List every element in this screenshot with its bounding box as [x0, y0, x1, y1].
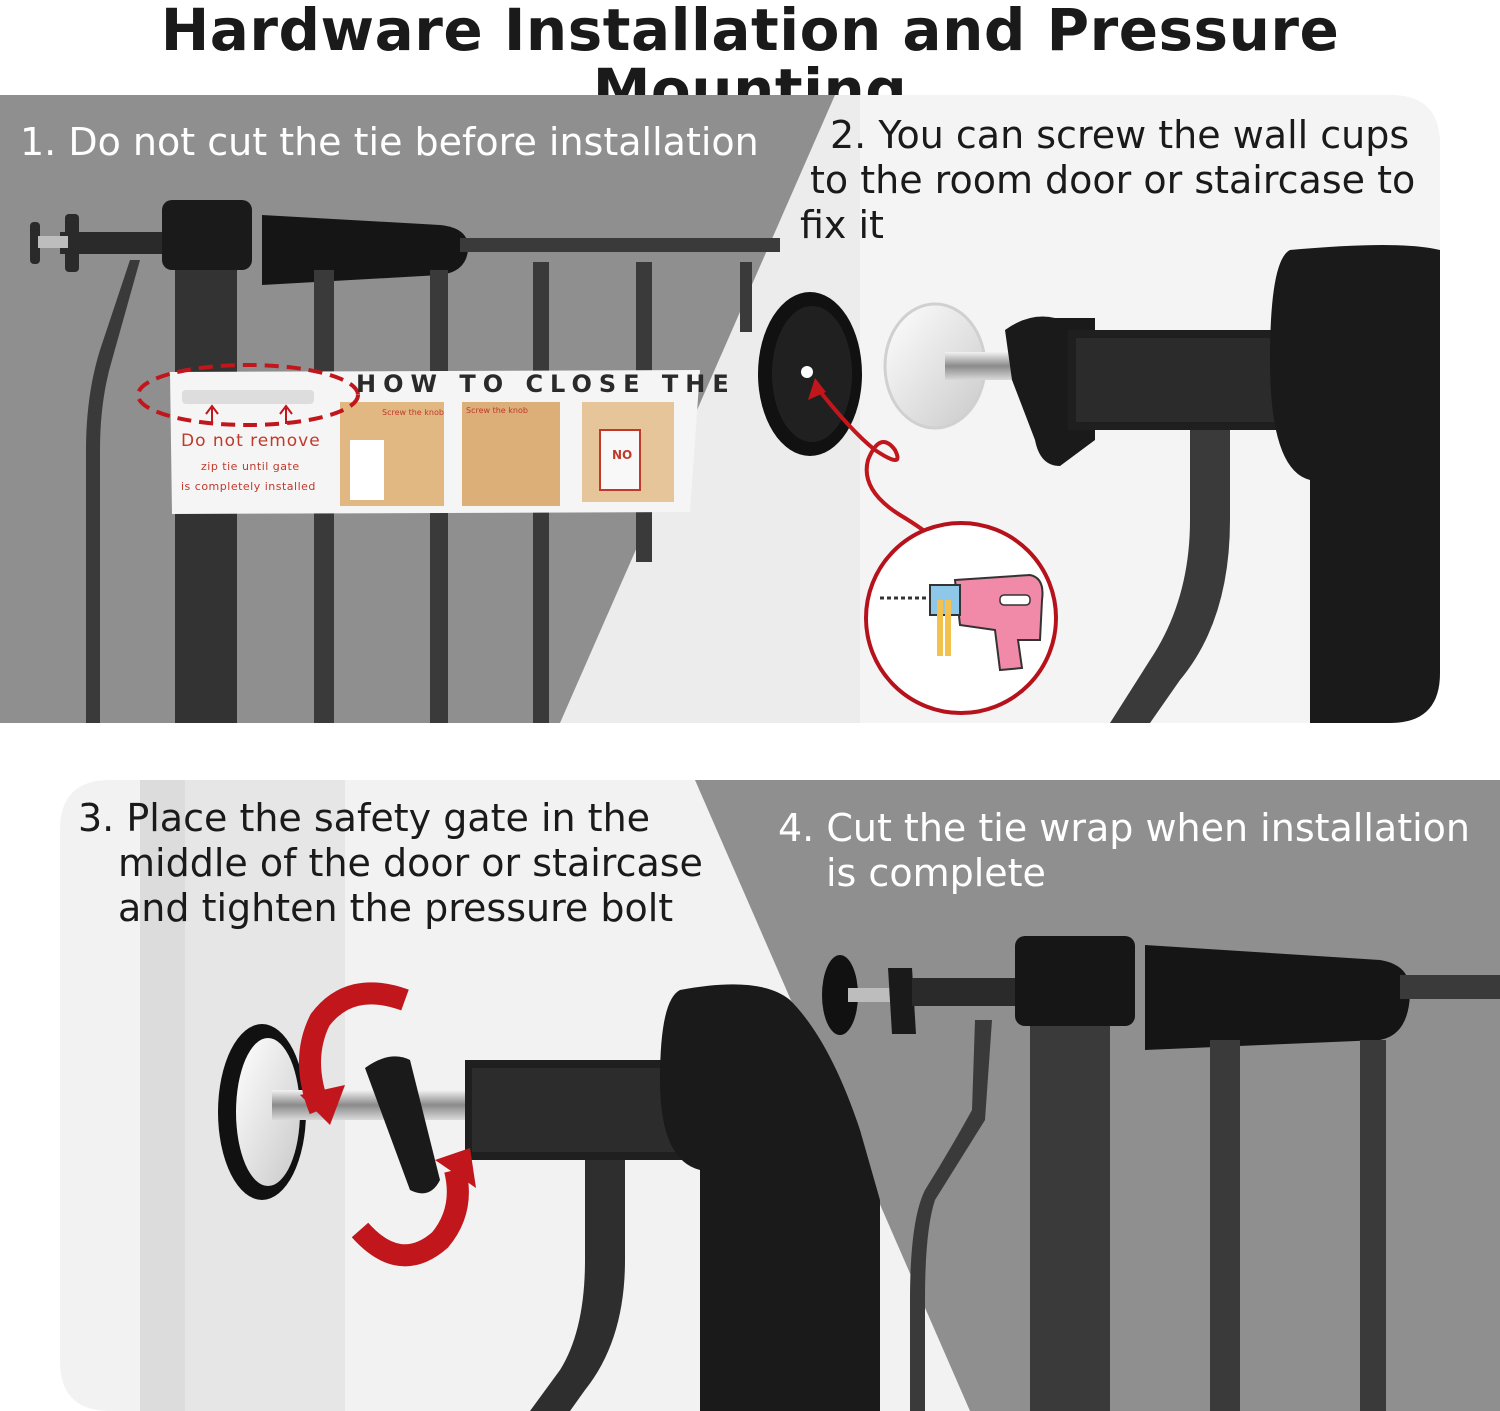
tag-warning: Do not remove	[181, 431, 321, 451]
tag-step-a: Screw the knob	[382, 408, 444, 417]
caption-step2-line2: to the room door or staircase to	[810, 158, 1416, 202]
caption-step2-line1: 2. You can screw the wall cups	[830, 113, 1410, 157]
tag-note-line2: is completely installed	[181, 480, 316, 493]
gate-step4	[822, 936, 1500, 1411]
gate-step2	[1068, 245, 1440, 723]
caption-step3-line3: and tighten the pressure bolt	[118, 886, 674, 930]
tag-heading: HOW TO CLOSE THE	[356, 370, 736, 398]
zip-tie-tag	[136, 363, 700, 514]
page-title: Hardware Installation and Pressure Mount…	[160, 0, 1340, 124]
gate-step1	[30, 200, 780, 723]
rotate-arrow-icon	[813, 383, 937, 542]
caption-step1: 1. Do not cut the tie before installatio…	[20, 120, 759, 164]
caption-step2-line3: fix it	[800, 203, 884, 247]
drill-icon	[864, 521, 1058, 715]
tag-step-b: Screw the knob	[466, 406, 528, 415]
tag-note-line1: zip tie until gate	[201, 460, 300, 473]
rotate-arrow-icon	[299, 982, 409, 1115]
caption-step4-line1: 4. Cut the tie wrap when installation	[778, 806, 1470, 850]
wall-cup-icon	[758, 292, 862, 456]
gate-step3	[218, 984, 880, 1411]
caption-step3-line1: 3. Place the safety gate in the	[78, 796, 651, 840]
zip-tie-highlight	[136, 363, 360, 427]
caption-step3-line2: middle of the door or staircase	[118, 841, 703, 885]
tag-step-c: NO	[612, 448, 633, 462]
caption-step4-line2: is complete	[826, 851, 1046, 895]
